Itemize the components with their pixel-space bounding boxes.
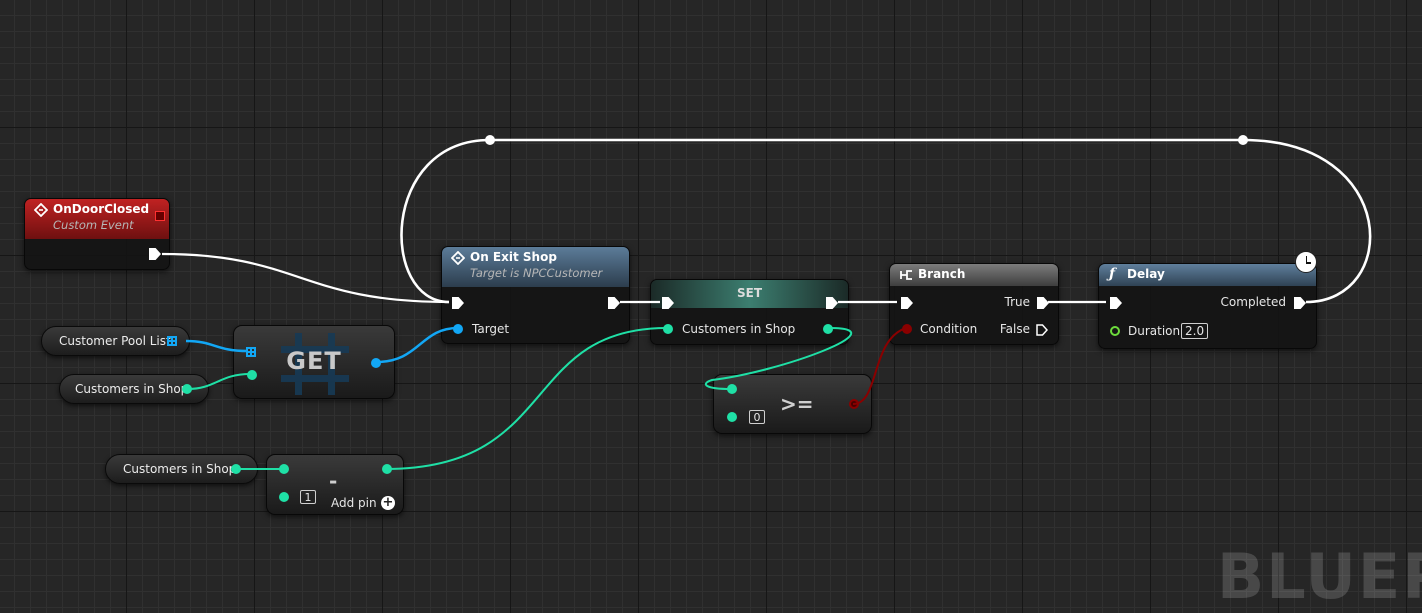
exec-input-pin[interactable]	[1110, 297, 1122, 309]
target-label: Target	[472, 322, 510, 336]
delegate-pin[interactable]	[155, 211, 165, 221]
target-pin[interactable]	[453, 324, 463, 334]
variable-label: Customers in Shop	[75, 382, 189, 396]
node-title: SET	[736, 286, 763, 300]
on-exit-shop-node[interactable]: On Exit Shop Target is NPCCustomer Targe…	[441, 246, 630, 344]
array-output-pin[interactable]	[167, 336, 177, 346]
completed-label: Completed	[1220, 295, 1286, 309]
b-value-input[interactable]: 1	[300, 490, 316, 504]
condition-pin[interactable]	[902, 324, 912, 334]
item-output-pin[interactable]	[371, 358, 381, 368]
int-wire-subtract-to-set	[385, 327, 668, 470]
b-input-pin[interactable]	[727, 412, 737, 422]
duration-input[interactable]: 2.0	[1181, 323, 1209, 339]
variable-label: Customer Pool List	[59, 334, 171, 348]
index-input-pin[interactable]	[247, 370, 257, 380]
node-subtitle: Custom Event	[53, 218, 134, 232]
clock-icon	[1295, 251, 1317, 273]
a-input-pin[interactable]	[279, 464, 289, 474]
a-input-pin[interactable]	[727, 384, 737, 394]
int-output-pin[interactable]	[231, 464, 241, 474]
node-header: ƒ Delay	[1099, 264, 1316, 286]
b-input-pin[interactable]	[279, 492, 289, 502]
array-input-pin[interactable]	[246, 347, 256, 357]
completed-exec-pin[interactable]	[1294, 297, 1306, 309]
exec-wire-event-to-exit	[161, 252, 450, 304]
customer-pool-list-variable[interactable]: Customer Pool List	[41, 326, 190, 356]
result-output-pin[interactable]	[849, 399, 859, 409]
get-grid-decoration	[281, 333, 349, 395]
variable-label: Customers in Shop	[123, 462, 237, 476]
node-header: On Exit Shop Target is NPCCustomer	[442, 247, 629, 287]
b-value-input[interactable]: 0	[749, 410, 765, 424]
greater-equal-node[interactable]: 0 >=	[713, 374, 872, 434]
subtract-node[interactable]: 1 - Add pin +	[266, 454, 404, 515]
blueprint-watermark: BLUEPR	[1217, 540, 1422, 613]
node-header: OnDoorClosed Custom Event	[25, 199, 169, 239]
node-header: SET	[651, 280, 848, 308]
node-title: OnDoorClosed	[53, 202, 150, 216]
branch-icon	[900, 270, 912, 280]
add-pin-button[interactable]: +	[381, 495, 395, 510]
get-title: GET	[286, 347, 342, 375]
node-header: Branch	[890, 264, 1058, 286]
false-label: False	[999, 322, 1030, 336]
node-title: On Exit Shop	[470, 250, 557, 264]
int-output-pin[interactable]	[182, 384, 192, 394]
customers-in-shop-variable[interactable]: Customers in Shop	[105, 454, 258, 484]
get-array-node[interactable]: GET	[233, 325, 395, 399]
result-output-pin[interactable]	[382, 464, 392, 474]
event-diamond-icon	[34, 203, 48, 217]
exec-input-pin[interactable]	[452, 297, 464, 309]
exec-input-pin[interactable]	[901, 297, 913, 309]
condition-label: Condition	[920, 322, 978, 336]
duration-label: Duration	[1128, 324, 1181, 338]
delay-node[interactable]: ƒ Delay Completed Duration 2.0	[1098, 251, 1317, 349]
event-diamond-icon	[451, 251, 465, 265]
branch-node[interactable]: Branch True Condition False	[889, 263, 1059, 345]
add-pin-label: Add pin	[331, 496, 377, 510]
function-icon: ƒ	[1109, 266, 1116, 282]
duration-pin[interactable]	[1110, 326, 1120, 336]
value-output-pin[interactable]	[823, 324, 833, 334]
set-node[interactable]: SET Customers in Shop	[650, 279, 849, 345]
true-label: True	[1004, 295, 1031, 309]
node-title: Branch	[918, 267, 966, 281]
true-exec-pin[interactable]	[1037, 297, 1049, 309]
node-title: Delay	[1127, 267, 1165, 281]
customers-in-shop-variable[interactable]: Customers in Shop	[59, 374, 209, 404]
on-door-closed-node[interactable]: OnDoorClosed Custom Event	[24, 198, 170, 270]
reroute-knot	[485, 135, 495, 145]
reroute-knot	[1238, 135, 1248, 145]
operator-label: >=	[780, 392, 814, 416]
operator-label: -	[329, 469, 338, 493]
false-exec-pin[interactable]	[1036, 324, 1048, 336]
node-subtitle: Target is NPCCustomer	[470, 266, 603, 280]
exec-output-pin[interactable]	[149, 248, 161, 260]
exec-output-pin[interactable]	[608, 297, 620, 309]
value-label: Customers in Shop	[682, 322, 796, 336]
value-input-pin[interactable]	[663, 324, 673, 334]
